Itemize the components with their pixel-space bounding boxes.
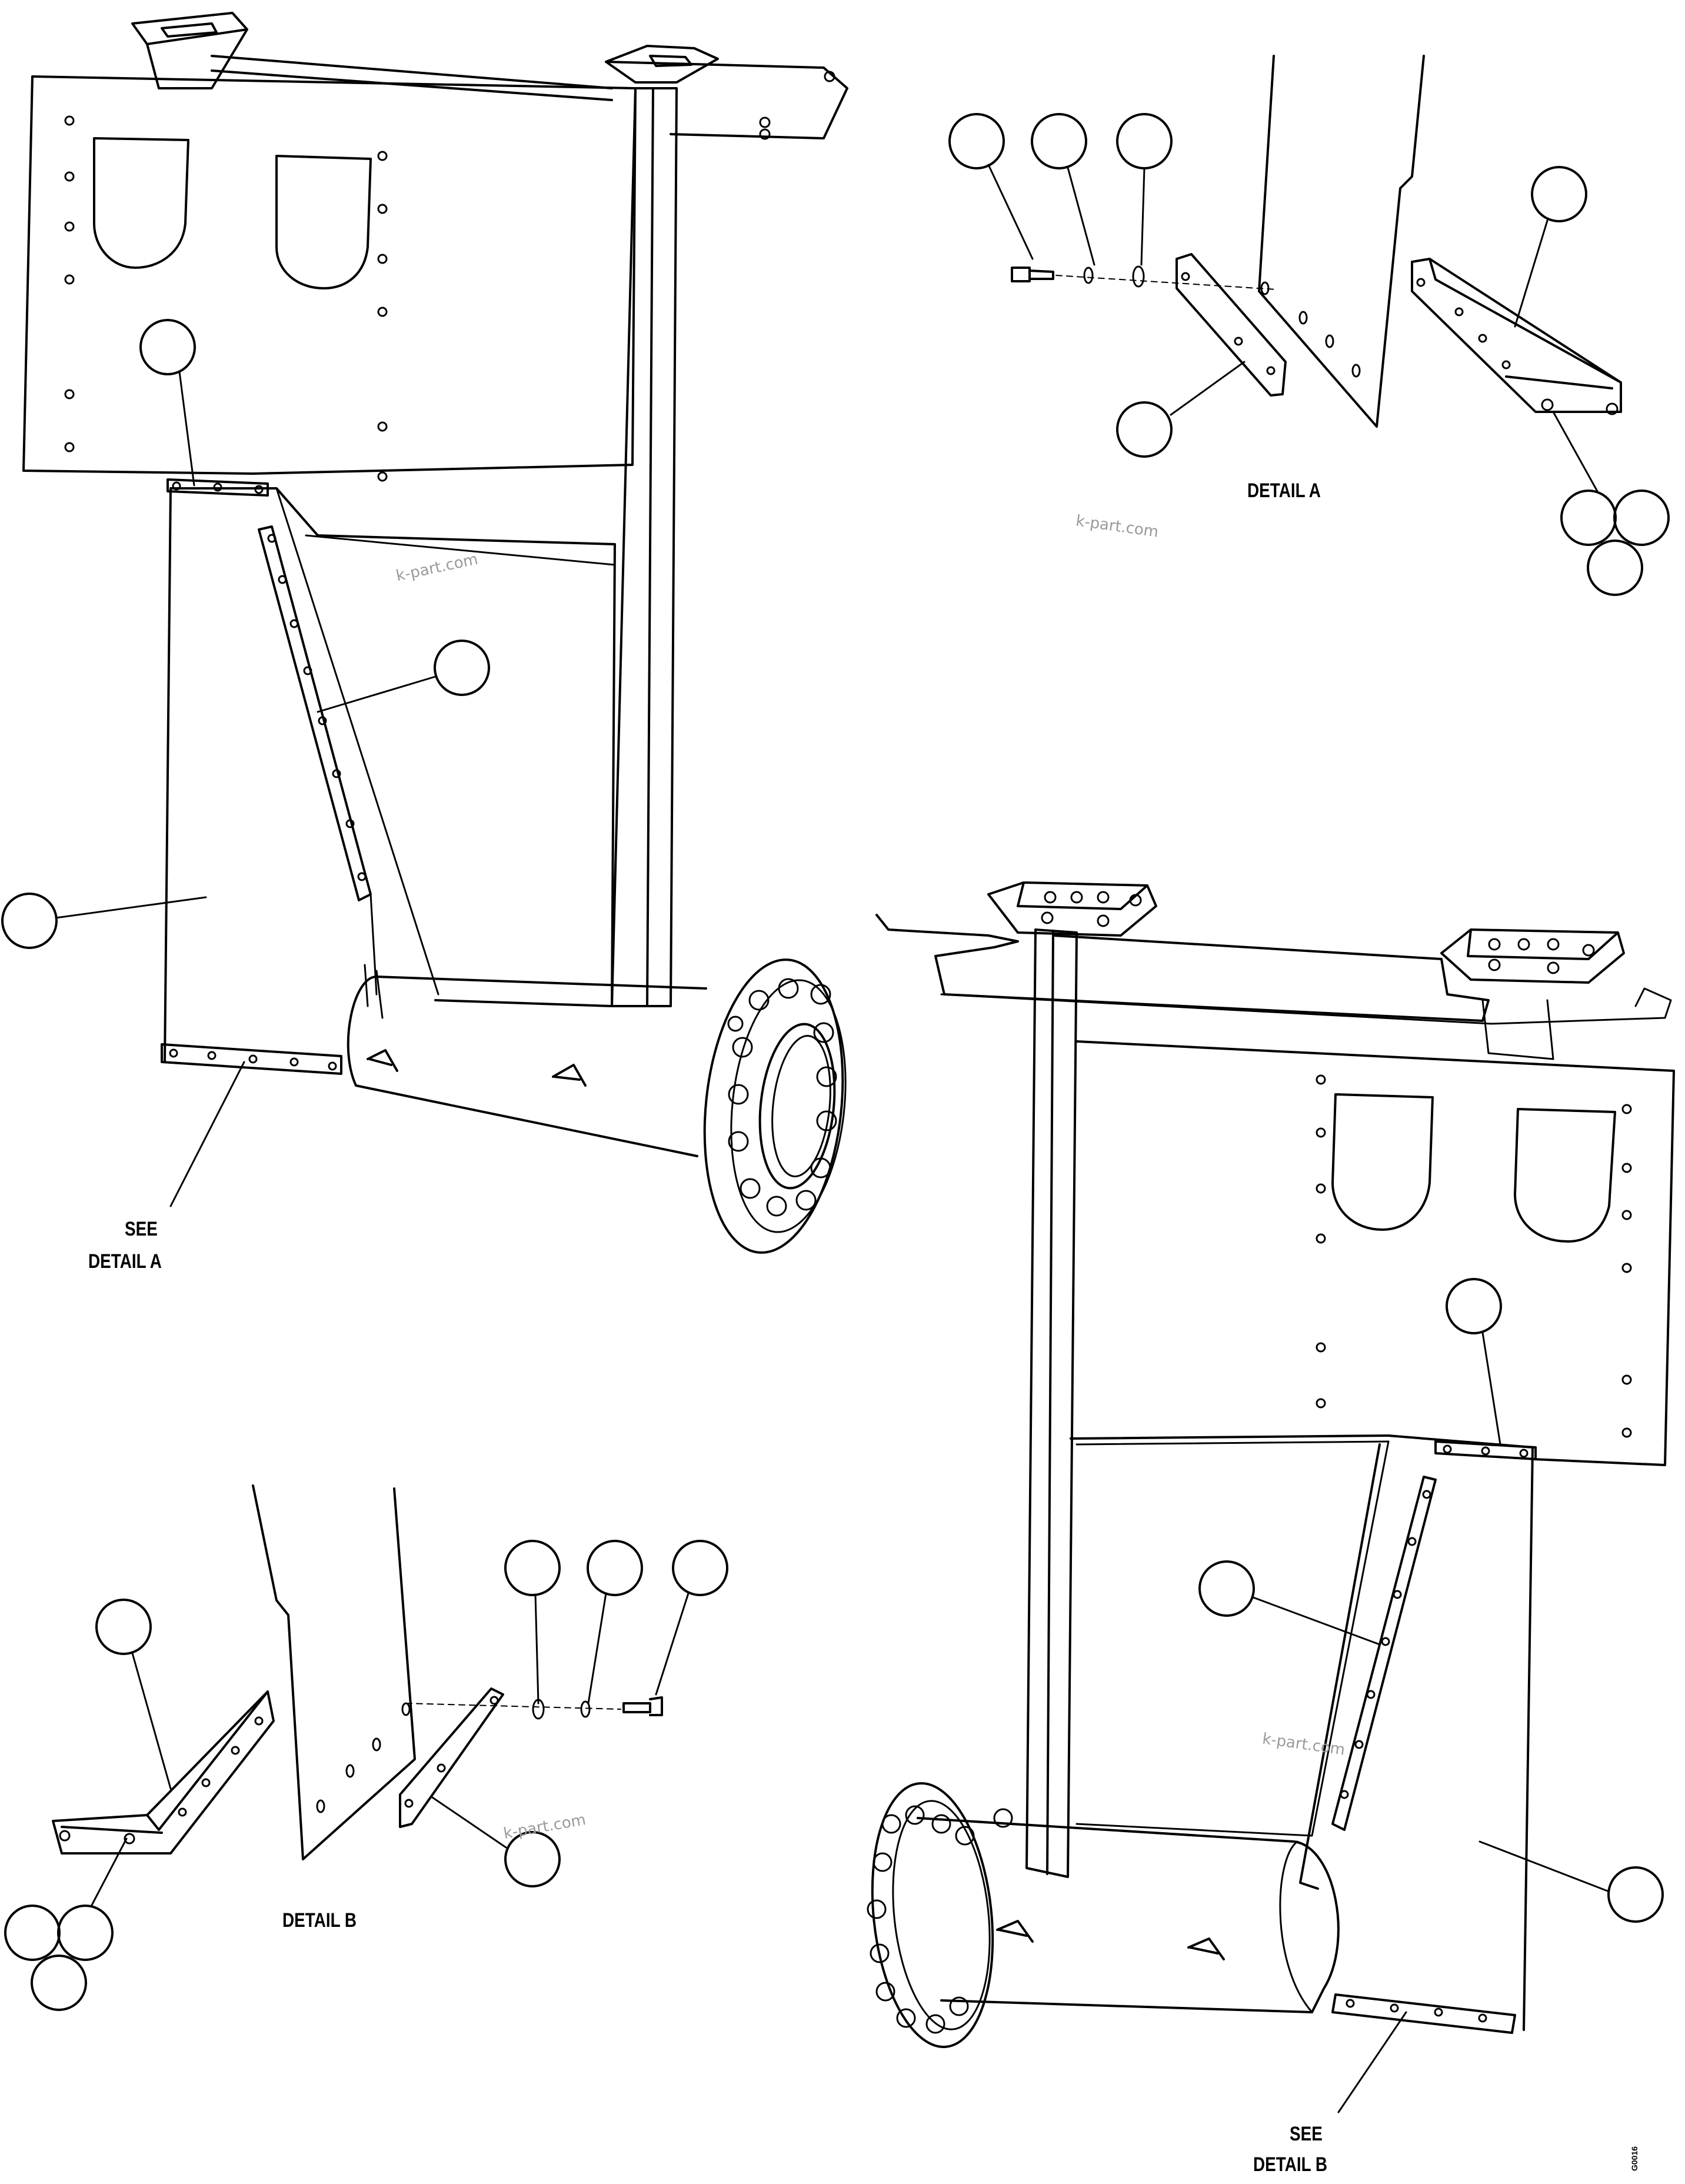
right-tube-tab-2 — [1187, 1937, 1225, 1960]
plate-window-left — [93, 137, 189, 269]
detail-a-bolt — [1011, 267, 1054, 282]
right-frame-assembly — [867, 881, 1675, 2113]
flange-bolts — [727, 978, 837, 1217]
right-plate-holes — [1316, 1074, 1632, 1438]
callout-circle — [31, 1955, 87, 2011]
see-detail-b-line1: SEE — [1290, 2123, 1323, 2145]
callout-circle — [1587, 540, 1643, 596]
right-plate-window-right — [1514, 1108, 1616, 1243]
figure-code: G0016 — [1630, 2146, 1639, 2171]
right-flange-bolts — [867, 1805, 1013, 2034]
callout-circle — [95, 1599, 152, 1655]
callout-circle — [1531, 166, 1587, 222]
top-crossbar — [211, 55, 848, 139]
right-axle-tube — [917, 1817, 1340, 2013]
right-top-strip — [1434, 1440, 1537, 1460]
detail-b-label: DETAIL B — [282, 1909, 357, 1932]
callout-circle — [1, 893, 58, 949]
upper-plate — [22, 75, 637, 475]
right-bottom-strip — [1331, 1993, 1516, 2034]
tube-tab-2 — [552, 1064, 587, 1087]
right-upper-plate — [1070, 1040, 1675, 1466]
detail-b-bolt — [622, 1696, 663, 1716]
detail-a-panel — [1258, 55, 1425, 428]
callout-circle — [1607, 1866, 1664, 1923]
detail-b-angle-bracket — [52, 1690, 275, 1855]
see-detail-b-leader — [1337, 2011, 1407, 2113]
callout-circle — [948, 113, 1005, 169]
see-detail-a-line1: SEE — [125, 1218, 158, 1240]
callout-circle — [1560, 490, 1617, 546]
axle-tube — [347, 976, 707, 1157]
callout-circle — [504, 1831, 561, 1887]
detail-a-group — [948, 55, 1670, 596]
right-vertical-post — [1025, 928, 1078, 1878]
right-tube-tab-1 — [996, 1920, 1034, 1943]
flange-bore — [758, 1023, 836, 1190]
top-left-bracket — [131, 12, 248, 89]
callout-circle — [1116, 401, 1173, 458]
detail-b-group — [4, 1484, 728, 2011]
vertical-post — [611, 87, 678, 1007]
top-right-bracket-slot — [649, 55, 692, 67]
see-detail-b-line2: DETAIL B — [1253, 2153, 1327, 2176]
callout-circle — [1613, 490, 1670, 546]
bottom-strip — [161, 1043, 342, 1075]
mount-pad-left — [987, 881, 1157, 937]
callout-circle — [672, 1540, 728, 1596]
flange-outer — [703, 958, 844, 1254]
detail-a-strip — [1175, 253, 1287, 397]
right-plate-window-left — [1331, 1093, 1434, 1231]
right-diagonal-strip — [1331, 1476, 1437, 1831]
detail-b-strip — [399, 1687, 504, 1828]
plate-window-right — [275, 155, 372, 289]
top-beam — [875, 914, 1490, 1022]
see-detail-a-leader — [169, 1061, 245, 1207]
left-frame-assembly — [1, 12, 848, 1254]
lower-plate — [169, 487, 616, 1007]
callout-circle — [504, 1540, 561, 1596]
diagonal-strip — [258, 525, 372, 901]
mount-pad-right — [1440, 928, 1625, 984]
tube-tab-1 — [367, 1049, 398, 1072]
upper-plate-holes — [64, 115, 388, 482]
callout-circle — [434, 640, 490, 696]
top-left-bracket-slot — [161, 22, 218, 38]
callout-circle — [587, 1540, 643, 1596]
callout-circle — [1116, 113, 1173, 169]
callout-circle — [139, 319, 196, 375]
right-flange-outer — [871, 1782, 994, 2049]
lower-plate-left-edge — [164, 487, 172, 1063]
callout-circle — [1031, 113, 1087, 169]
callout-circle — [1198, 1560, 1255, 1617]
right-lower-plate — [1299, 1434, 1534, 2031]
see-detail-a-line2: DETAIL A — [88, 1250, 162, 1273]
detail-b-panel — [252, 1484, 416, 1860]
top-bracket-strip — [166, 478, 269, 497]
top-right-bracket — [605, 45, 719, 84]
callout-circle — [4, 1905, 61, 1961]
detail-a-angle-bracket — [1411, 258, 1622, 413]
detail-a-label: DETAIL A — [1247, 480, 1321, 502]
callout-circle — [1446, 1278, 1502, 1334]
callout-circle — [57, 1905, 114, 1961]
